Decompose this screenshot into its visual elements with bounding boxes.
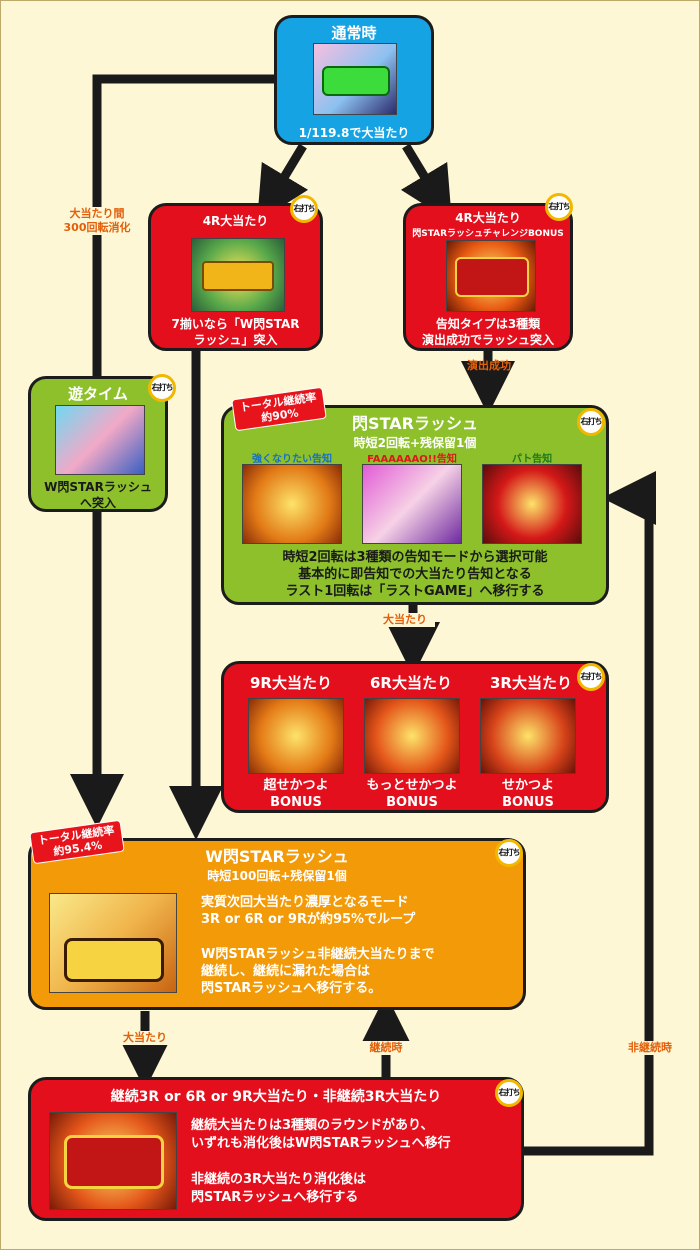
right-shoot-badge-jackpots: 右打ち <box>577 663 605 691</box>
right-jackpot-desc2: 演出成功でラッシュ突入 <box>421 333 554 347</box>
w-star-rush-desc3: W閃STARラッシュ非継続大当たりまで <box>201 947 435 962</box>
flow-label-yutime-route: 大当たり間 300回転消化 <box>49 207 145 235</box>
bottom-desc1: 継続大当たりは3種類のラウンドがあり、 <box>191 1118 434 1133</box>
flow-label-yutime-line2: 300回転消化 <box>63 221 131 234</box>
arrow-normal-to-right <box>400 143 452 223</box>
star-rush-mode2-label: FAAAAAAO!!告知 <box>367 454 457 465</box>
bottom-desc3: 非継続の3R大当たり消化後は <box>191 1172 367 1187</box>
w-star-rush-desc2: 3R or 6R or 9Rが約95%でループ <box>201 912 416 927</box>
flow-label-continue: 継続時 <box>356 1041 416 1055</box>
bottom-title: 継続3R or 6R or 9R大当たり・非継続3R大当たり <box>110 1089 442 1105</box>
w-star-rush-title: W閃STARラッシュ <box>205 847 349 866</box>
bottom-image <box>49 1112 177 1210</box>
flow-label-jackpot2: 大当たり <box>113 1031 177 1045</box>
right-shoot-badge-bottom: 右打ち <box>495 1079 523 1107</box>
star-rush-desc3: ラスト1回転は「ラストGAME」へ移行する <box>285 584 545 599</box>
right-shoot-badge-star-rush: 右打ち <box>577 408 605 436</box>
jackpot-9r-name2: BONUS <box>270 795 322 810</box>
yu-time-desc1: W閃STARラッシュ <box>44 480 152 494</box>
bottom-desc4: 閃STARラッシュへ移行する <box>191 1190 359 1205</box>
yu-time-desc2: へ突入 <box>79 496 116 510</box>
jackpot-6r-name1: もっとせかつよ <box>366 778 458 793</box>
w-star-rush-desc1: 実質次回大当たり濃厚となるモード <box>201 895 409 910</box>
jackpot-6r-name2: BONUS <box>386 795 438 810</box>
flow-label-jackpot1: 大当たり <box>375 613 435 627</box>
normal-odds: 1/119.8で大当たり <box>298 126 410 140</box>
challenge-bonus-logo <box>455 257 529 297</box>
left-jackpot-title: 4R大当たり <box>202 214 269 228</box>
normal-state-box: 通常時 1/119.8で大当たり <box>274 15 434 145</box>
left-jackpot-box: 4R大当たり 7揃いなら「W閃STAR ラッシュ」突入 <box>148 203 323 351</box>
star-rush-title: 閃STARラッシュ <box>352 414 478 433</box>
jackpot-3r-title: 3R大当たり <box>490 674 572 692</box>
slot-reel-icon <box>322 66 390 96</box>
nine-logo-icon <box>64 938 164 982</box>
w-star-rush-subtitle: 時短100回転+残保留1個 <box>207 869 347 883</box>
right-jackpot-box: 4R大当たり 閃STARラッシュチャレンジBONUS 告知タイプは3種類 演出成… <box>403 203 573 351</box>
w-star-rush-desc5: 閃STARラッシュへ移行する。 <box>201 981 382 996</box>
right-shoot-badge-yu-time: 右打ち <box>148 374 176 402</box>
star-rush-mode2-image <box>362 464 462 544</box>
flow-label-yutime-line1: 大当たり間 <box>69 207 125 220</box>
left-jackpot-image <box>191 238 285 312</box>
jackpot-3r-name1: せかつよ <box>501 778 554 793</box>
right-jackpot-subtitle: 閃STARラッシュチャレンジBONUS <box>412 229 564 239</box>
w-star-rush-box: W閃STARラッシュ 時短100回転+残保留1個 実質次回大当たり濃厚となるモー… <box>28 838 526 1010</box>
flow-label-non-continue: 非継続時 <box>615 1041 685 1055</box>
yu-time-box: 遊タイム W閃STARラッシュ へ突入 <box>28 376 168 512</box>
line-normal-to-yutime <box>92 74 276 381</box>
bottom-desc2: いずれも消化後はW閃STARラッシュへ移行 <box>191 1136 451 1151</box>
normal-image <box>313 43 397 115</box>
line-bottom-to-starrush <box>523 471 656 1156</box>
star-rush-mode1-image <box>242 464 342 544</box>
normal-title: 通常時 <box>331 24 377 42</box>
w-star-rush-image <box>49 893 177 993</box>
flow-label-success: 演出成功 <box>467 359 511 372</box>
jackpot-3r-image <box>480 698 576 774</box>
star-rush-desc1: 時短2回転は3種類の告知モードから選択可能 <box>282 550 548 565</box>
right-jackpot-image <box>446 240 536 312</box>
jackpots-box: 9R大当たり 6R大当たり 3R大当たり 超せかつよ BONUS もっとせかつよ… <box>221 661 609 813</box>
bottom-jackpot-box: 継続3R or 6R or 9R大当たり・非継続3R大当たり 継続大当たりは3種… <box>28 1077 524 1221</box>
w-star-rush-desc4: 継続し、継続に漏れた場合は <box>201 964 371 979</box>
reel-777-icon <box>202 261 274 291</box>
yu-time-title: 遊タイム <box>68 385 128 403</box>
jackpot-9r-name1: 超せかつよ <box>263 778 329 793</box>
right-shoot-badge-w-star-rush: 右打ち <box>495 839 523 867</box>
star-rush-subtitle: 時短2回転+残保留1個 <box>353 436 477 450</box>
left-jackpot-desc2: ラッシュ」突入 <box>193 333 278 347</box>
jackpot-6r-title: 6R大当たり <box>370 674 452 692</box>
yu-time-image <box>55 405 145 475</box>
right-jackpot-title: 4R大当たり <box>455 211 521 225</box>
jackpot-9r-title: 9R大当たり <box>250 674 332 692</box>
star-rush-mode3-image <box>482 464 582 544</box>
right-jackpot-desc1: 告知タイプは3種類 <box>435 317 541 331</box>
star-rush-mode3-label: パト告知 <box>511 454 553 465</box>
hype-bonus-logo <box>64 1135 164 1189</box>
jackpot-9r-image <box>248 698 344 774</box>
left-jackpot-desc1: 7揃いなら「W閃STAR <box>171 317 300 331</box>
star-rush-desc2: 基本的に即告知での大当たり告知となる <box>298 567 532 582</box>
right-shoot-badge-right-jackpot: 右打ち <box>545 193 573 221</box>
right-shoot-badge-left-jackpot: 右打ち <box>290 195 318 223</box>
jackpot-6r-image <box>364 698 460 774</box>
jackpot-3r-name2: BONUS <box>502 795 554 810</box>
star-rush-mode1-label: 強くなりたい告知 <box>252 454 332 465</box>
star-rush-box: 閃STARラッシュ 時短2回転+残保留1個 強くなりたい告知 FAAAAAAO!… <box>221 405 609 605</box>
arrow-normal-to-left <box>257 143 309 223</box>
